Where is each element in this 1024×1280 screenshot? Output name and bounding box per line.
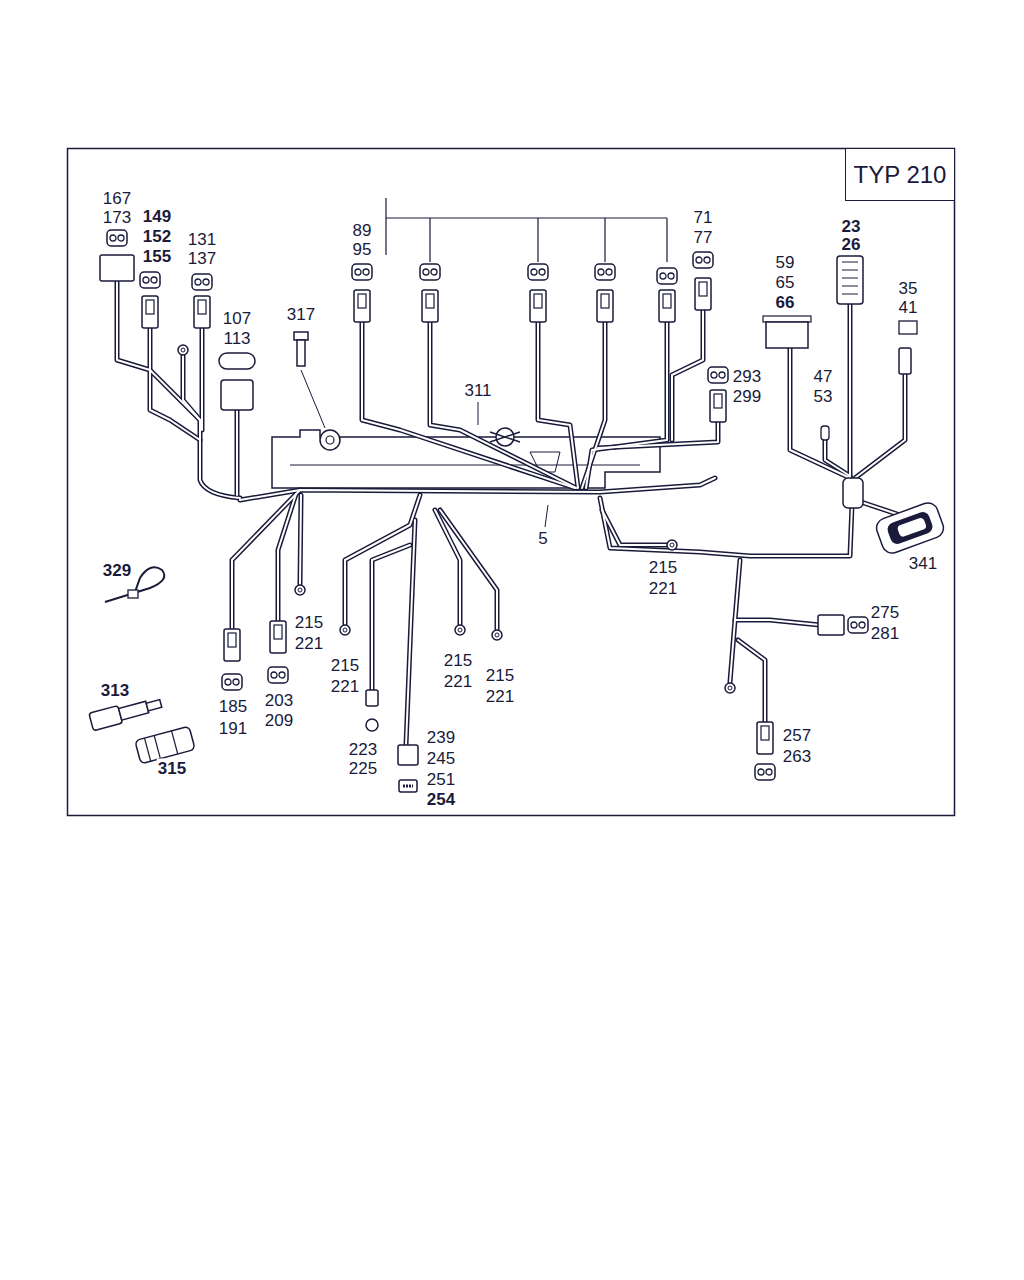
callout-number: 89	[352, 221, 373, 240]
callout-number: 149	[142, 207, 172, 226]
callout-number: 251	[426, 770, 456, 789]
callout-number: 245	[426, 749, 456, 768]
callout-number: 185	[218, 697, 248, 716]
callout-number: 167	[102, 189, 132, 208]
callout-number: 35	[898, 279, 919, 298]
callout-number: 221	[330, 677, 360, 696]
type-label: TYP 210	[854, 161, 947, 189]
callout-number: 341	[908, 554, 938, 573]
callout-number: 281	[870, 624, 900, 643]
callout-number: 66	[775, 293, 796, 312]
callout-number: 191	[218, 719, 248, 738]
callout-number: 311	[463, 381, 492, 400]
callout-number: 107	[222, 309, 252, 328]
callout-number: 215	[443, 651, 473, 670]
callout-number: 155	[142, 247, 172, 266]
callout-number: 5	[537, 529, 548, 548]
callout-number: 71	[693, 208, 714, 227]
callout-number: 263	[782, 747, 812, 766]
callout-number: 221	[294, 634, 324, 653]
title-box: TYP 210	[845, 148, 955, 201]
callout-number: 293	[732, 367, 762, 386]
callout-number: 275	[870, 603, 900, 622]
callout-number: 113	[222, 329, 251, 348]
callout-number: 223	[348, 740, 378, 759]
callout-number: 239	[426, 728, 456, 747]
callout-number: 203	[264, 691, 294, 710]
callout-number: 77	[693, 228, 714, 247]
callout-number: 23	[841, 217, 862, 236]
callout-number: 173	[102, 208, 132, 227]
callout-number: 221	[443, 672, 473, 691]
callout-number: 317	[286, 305, 316, 324]
callout-number: 59	[775, 253, 796, 272]
callout-number: 53	[813, 387, 834, 406]
callout-number: 215	[485, 666, 515, 685]
callout-number: 215	[330, 656, 360, 675]
callout-number: 215	[648, 558, 678, 577]
callout-number: 65	[775, 273, 796, 292]
callout-number: 225	[348, 759, 378, 778]
callout-number: 41	[898, 298, 919, 317]
callout-number: 131	[187, 230, 217, 249]
callout-number: 47	[813, 367, 834, 386]
callout-number: 152	[142, 227, 172, 246]
callout-number: 221	[648, 579, 678, 598]
callout-number: 215	[294, 613, 324, 632]
callout-number: 209	[264, 711, 294, 730]
callout-number: 26	[841, 235, 862, 254]
callout-number: 315	[157, 759, 187, 778]
callout-number: 299	[732, 387, 762, 406]
callout-number: 254	[426, 790, 456, 809]
callout-number: 221	[485, 687, 515, 706]
callout-number: 329	[102, 561, 132, 580]
callout-number: 137	[187, 249, 217, 268]
callout-number: 257	[782, 726, 812, 745]
callout-number: 95	[352, 240, 373, 259]
callout-number: 313	[100, 681, 130, 700]
